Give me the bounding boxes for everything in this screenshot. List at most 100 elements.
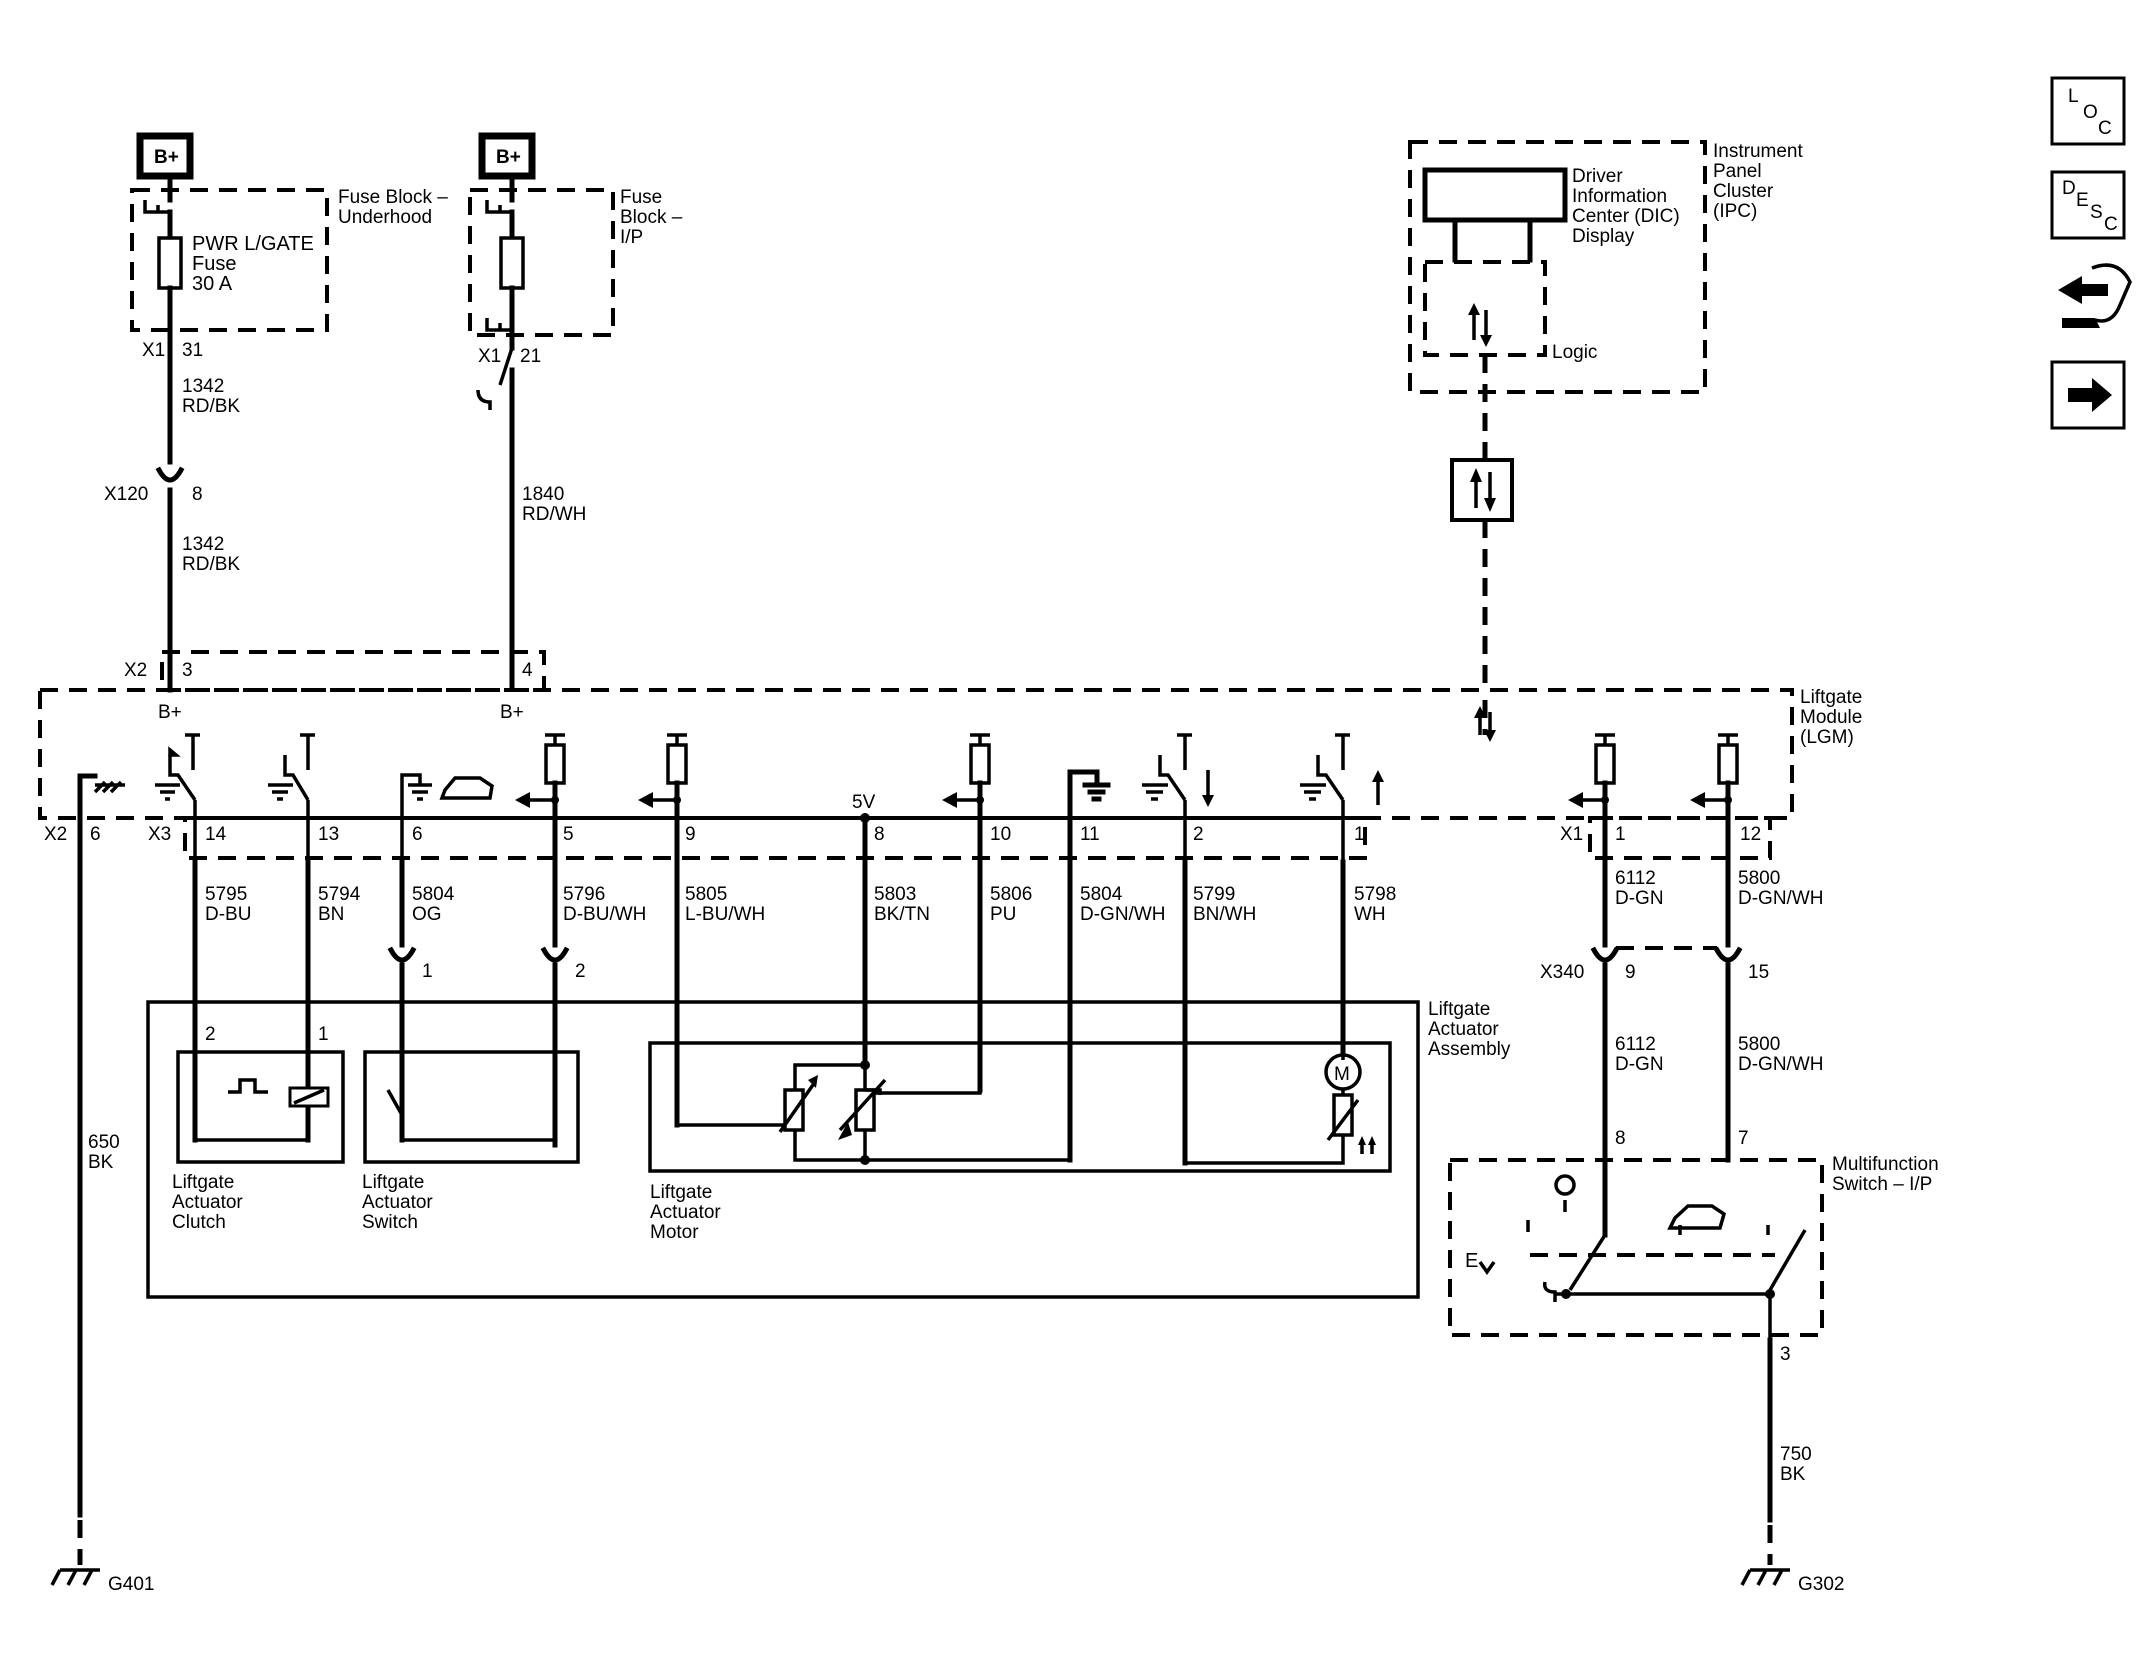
instrument-panel-cluster: Instrument Panel Cluster (IPC) Driver In… <box>1408 140 1808 394</box>
svg-text:10: 10 <box>990 824 1011 845</box>
wire-750: 750 BK <box>1780 1444 1817 1485</box>
pin-3: 3 <box>182 660 193 681</box>
svg-text:8: 8 <box>1615 1128 1626 1149</box>
svg-text:9: 9 <box>685 824 696 845</box>
fuse-block-title: Fuse Block – I/P <box>620 187 688 248</box>
svg-text:X120: X120 <box>104 484 148 505</box>
svg-text:2: 2 <box>1193 824 1204 845</box>
pullup-x1-pin1 <box>1568 733 1616 865</box>
connector-x340: X340 9 15 <box>1540 946 1769 983</box>
x1-pin-1: 1 <box>1615 824 1626 845</box>
desc-icon[interactable]: D E S C <box>2050 170 2126 240</box>
svg-text:9: 9 <box>1625 962 1636 983</box>
svg-text:G401: G401 <box>108 1574 154 1595</box>
multifunction-switch: Multifunction Switch – I/P 8 7 E <box>1448 1128 1944 1340</box>
clutch-label: Liftgate Actuator Clutch <box>172 1172 248 1233</box>
wire-1840: 1840 RD/WH <box>522 484 586 525</box>
pin-6-ground: 6 <box>90 824 101 845</box>
pullup-pin5 <box>515 733 566 865</box>
svg-text:5: 5 <box>563 824 574 845</box>
connector-x1-bottom: X1 <box>1560 824 1583 845</box>
wire-650: 650 BK <box>88 1132 125 1173</box>
motor-label: Liftgate Actuator Motor <box>650 1182 726 1243</box>
pin-21: 21 <box>520 346 541 367</box>
pullup-x1-pin12 <box>1690 733 1739 865</box>
logic-label: Logic <box>1552 342 1597 363</box>
connector-repair-icon[interactable] <box>2058 263 2132 328</box>
dic-display-label: Driver Information Center (DIC) Display <box>1572 166 1685 247</box>
x3-pin-labels: 14 13 6 5 9 8 10 11 2 1 <box>205 824 1365 845</box>
svg-text:G302: G302 <box>1798 1574 1844 1595</box>
svg-text:D: D <box>2062 178 2076 199</box>
svg-text:8: 8 <box>192 484 203 505</box>
loc-icon[interactable]: L O C <box>2050 76 2126 146</box>
next-arrow-icon[interactable] <box>2050 360 2126 430</box>
switch-pin-2: 2 <box>575 961 586 982</box>
pullup-pin10 <box>942 733 991 865</box>
liftgate-actuator-assembly: Liftgate Actuator Assembly 2 1 Liftgate … <box>146 999 1511 1299</box>
bplus-b: B+ <box>500 702 524 723</box>
ev-symbol: E <box>1465 1250 1478 1272</box>
mfs-title: Multifunction Switch – I/P <box>1832 1154 1944 1195</box>
connector-x2-top: X2 <box>124 660 147 681</box>
svg-text:L: L <box>2068 86 2079 107</box>
switch-pin13-icon <box>268 733 315 862</box>
connector-x1: X1 <box>142 340 165 361</box>
liftgate-module: Liftgate Module (LGM) X2 3 4 B+ B+ 5V X2… <box>38 650 1862 865</box>
x1-pin-12: 12 <box>1740 824 1761 845</box>
pin-31: 31 <box>182 340 203 361</box>
data-arrows-icon <box>1474 706 1496 742</box>
connector-x2-bottom: X2 <box>44 824 67 845</box>
wire-6112-b: 6112 D-GN <box>1615 1034 1664 1075</box>
ground-g302-icon: G302 <box>1740 1568 1844 1595</box>
svg-text:C: C <box>2098 118 2112 139</box>
5v-label: 5V <box>852 792 876 813</box>
svg-text:11: 11 <box>1080 824 1100 845</box>
svg-text:E: E <box>2076 190 2089 211</box>
fuse-block-ip: B+ Fuse Block – I/P X1 21 <box>468 132 688 691</box>
mfs-pin-3: 3 <box>1780 1344 1791 1365</box>
ground-liftgate-icon <box>400 773 494 862</box>
svg-text:O: O <box>2083 102 2098 123</box>
svg-text:X340: X340 <box>1540 962 1584 983</box>
bplus-label: B+ <box>496 147 521 168</box>
switch-pin1-icon <box>1300 733 1384 862</box>
connector-x3: X3 <box>148 824 171 845</box>
connector-x1: X1 <box>478 346 501 367</box>
svg-text:7: 7 <box>1738 1128 1749 1149</box>
switch-pin14-icon <box>155 733 200 862</box>
fuse-block-underhood: B+ Fuse Block – Underhood PWR L/GATE Fus… <box>130 132 453 465</box>
svg-text:C: C <box>2104 214 2118 235</box>
switch-label: Liftgate Actuator Switch <box>362 1172 438 1233</box>
motor-symbol: M <box>1334 1064 1350 1085</box>
switch-pin2-icon <box>1142 733 1214 862</box>
svg-text:15: 15 <box>1748 962 1769 983</box>
wire-5800-b: 5800 D-GN/WH <box>1738 1034 1823 1075</box>
svg-text:8: 8 <box>874 824 885 845</box>
assembly-title: Liftgate Actuator Assembly <box>1428 999 1511 1060</box>
bplus-label: B+ <box>154 147 179 168</box>
data-arrows-icon <box>1468 303 1492 347</box>
fuse-label: PWR L/GATE Fuse 30 A <box>192 233 319 295</box>
bplus-a: B+ <box>158 702 182 723</box>
svg-text:S: S <box>2090 202 2103 223</box>
svg-text:6: 6 <box>412 824 423 845</box>
svg-text:13: 13 <box>318 824 339 845</box>
pullup-pin9 <box>638 733 688 865</box>
fuse-block-title: Fuse Block – Underhood <box>338 187 453 228</box>
ipc-title: Instrument Panel Cluster (IPC) <box>1713 141 1808 222</box>
serial-data-icon <box>1450 458 1514 522</box>
